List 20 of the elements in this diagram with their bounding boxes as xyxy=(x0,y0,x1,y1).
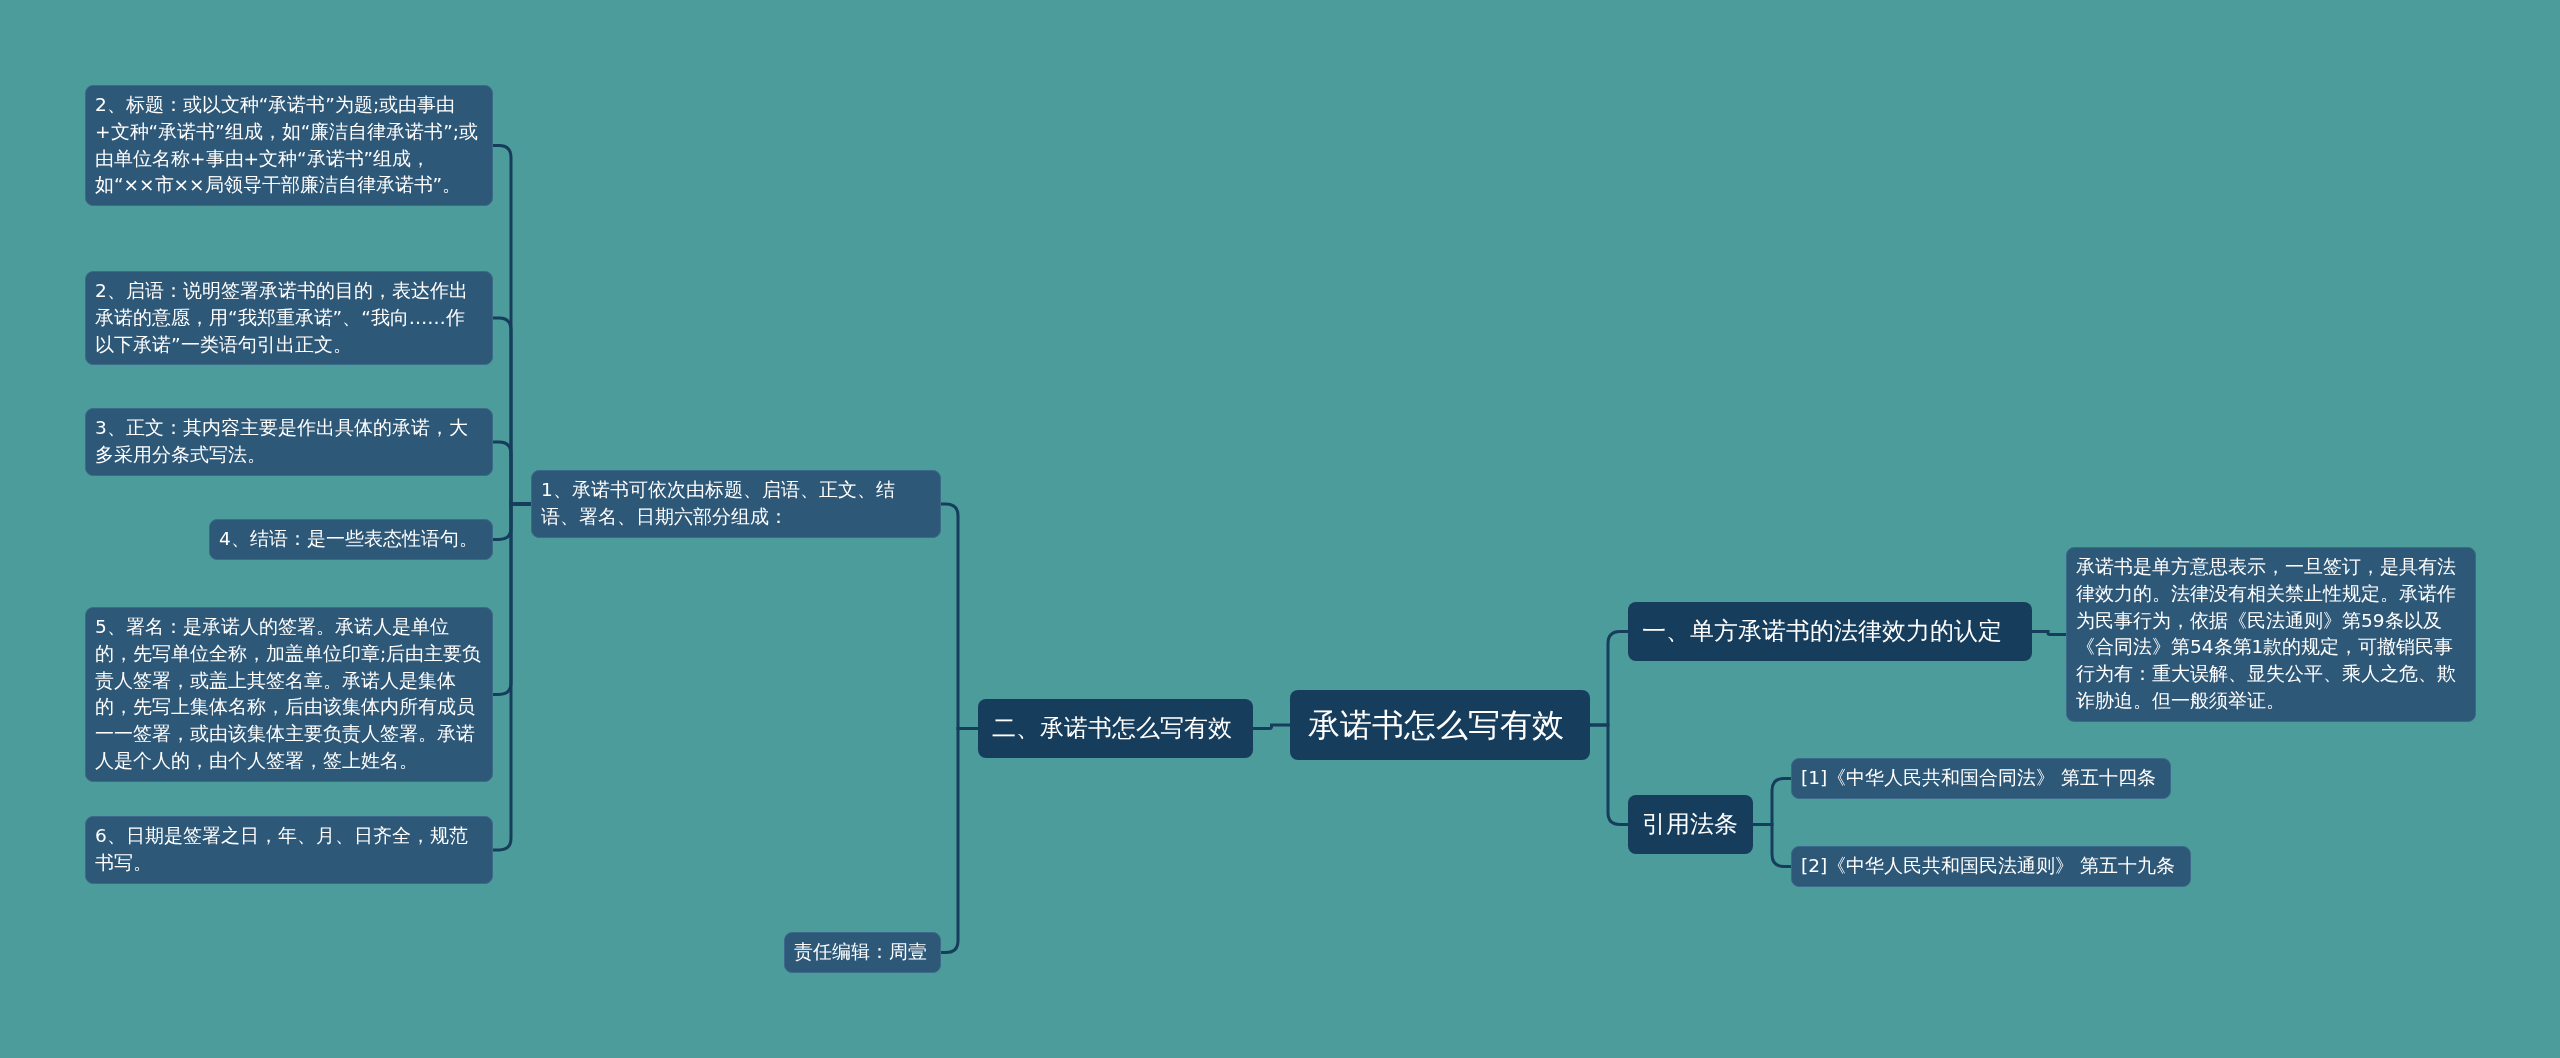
branch-topic: 二、承诺书怎么写有效 xyxy=(978,699,1253,758)
subtopic-box: 6、日期是签署之日，年、月、日齐全，规范书写。 xyxy=(85,816,493,884)
subtopic-box: 3、正文：其内容主要是作出具体的承诺，大多采用分条式写法。 xyxy=(85,408,493,476)
subtopic-box: 2、启语：说明签署承诺书的目的，表达作出承诺的意愿，用“我郑重承诺”、“我向……作以下承诺”一类语句引出正文。 xyxy=(85,271,493,366)
subtopic-box: 5、署名：是承诺人的签署。承诺人是单位的，先写单位全称，加盖单位印章;后由主要负责人签署，或盖上其签名章。承诺人是集体的，先写上集体名称，后由该集体内所有成员一一签署，或由该集体主要负责人签署。承诺人是个人的，由个人签署，签上姓名。 xyxy=(85,607,493,782)
subtopic-box: 1、承诺书可依次由标题、启语、正文、结语、署名、日期六部分组成： xyxy=(531,470,941,538)
subtopic-box: 4、结语：是一些表态性语句。 xyxy=(209,519,493,560)
connector-line xyxy=(1753,823,1791,868)
branch-topic: 引用法条 xyxy=(1628,795,1753,854)
connector-line xyxy=(1253,723,1290,730)
subtopic-box: 责任编辑：周壹 xyxy=(784,932,941,973)
connector-line xyxy=(1590,723,1628,826)
subtopic-box: [1]《中华人民共和国合同法》 第五十四条 xyxy=(1791,758,2171,799)
connector-line xyxy=(493,502,531,852)
central-topic: 承诺书怎么写有效 xyxy=(1290,690,1590,761)
subtopic-box: 2、标题：或以文种“承诺书”为题;或由事由+文种“承诺书”组成，如“廉洁自律承诺书”;或由单位名称+事由+文种“承诺书”组成，如“××市××局领导干部廉洁自律承诺书”。 xyxy=(85,85,493,207)
branch-topic: 一、单方承诺书的法律效力的认定 xyxy=(1628,602,2032,661)
subtopic-box: 承诺书是单方意思表示，一旦签订，是具有法律效力的。法律没有相关禁止性规定。承诺作为民事行为，依据《民法通则》第59条以及《合同法》第54条第1款的规定，可撤销民事行为有：重大误解、显失公平、乘人之危、欺诈胁迫。但一般须举证。 xyxy=(2066,547,2476,722)
connector-line xyxy=(2032,630,2066,636)
subtopic-box: [2]《中华人民共和国民法通则》 第五十九条 xyxy=(1791,846,2191,887)
